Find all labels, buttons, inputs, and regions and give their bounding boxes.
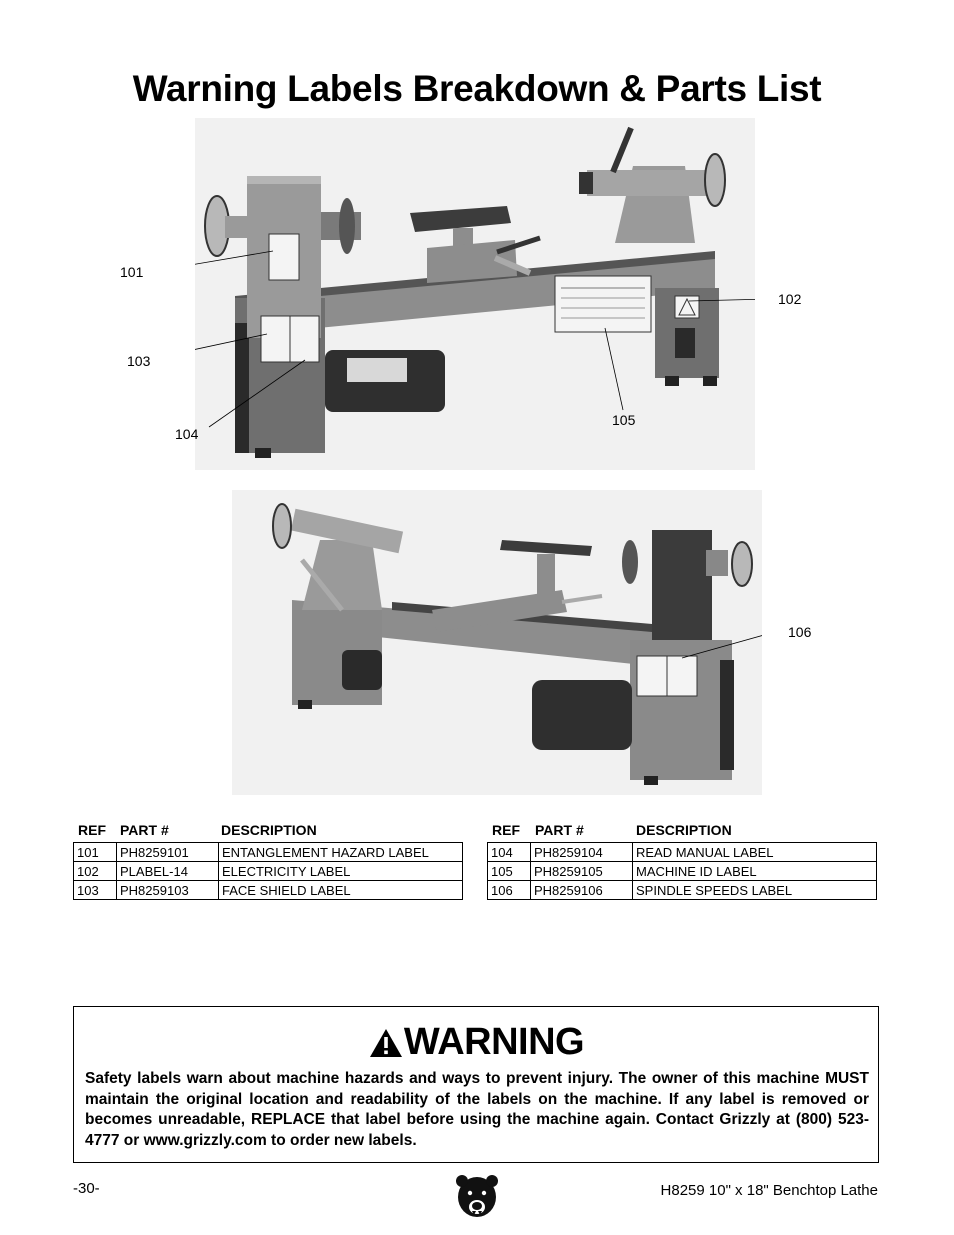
table-row: 105 PH8259105 MACHINE ID LABEL	[487, 861, 877, 881]
ref-cell: 105	[487, 861, 531, 881]
page-number: -30-	[73, 1180, 100, 1197]
right-col-header-part: PART #	[535, 822, 584, 838]
table-row: 106 PH8259106 SPINDLE SPEEDS LABEL	[487, 880, 877, 900]
ref-cell: 103	[73, 880, 117, 900]
page-title: Warning Labels Breakdown & Parts List	[132, 68, 822, 109]
ref-cell: 104	[487, 842, 531, 862]
grizzly-bear-logo-icon	[456, 1175, 498, 1217]
ref-cell: 106	[487, 880, 531, 900]
table-row: 101 PH8259101 ENTANGLEMENT HAZARD LABEL	[73, 842, 463, 862]
description-cell: SPINDLE SPEEDS LABEL	[632, 880, 877, 900]
description-cell: ELECTRICITY LABEL	[218, 861, 463, 881]
callout-103: 103	[127, 353, 151, 369]
parts-table-right: 104 PH8259104 READ MANUAL LABEL 105 PH82…	[487, 842, 877, 900]
lathe-front-view-figure	[195, 118, 755, 470]
description-cell: ENTANGLEMENT HAZARD LABEL	[218, 842, 463, 862]
right-col-header-description: DESCRIPTION	[636, 822, 732, 838]
left-col-header-part: PART #	[120, 822, 169, 838]
left-col-header-description: DESCRIPTION	[221, 822, 317, 838]
warning-heading-text: WARNING	[403, 1021, 585, 1063]
callout-106: 106	[788, 624, 812, 640]
description-cell: FACE SHIELD LABEL	[218, 880, 463, 900]
callout-102: 102	[778, 291, 802, 307]
description-cell: MACHINE ID LABEL	[632, 861, 877, 881]
part-number-cell: PH8259106	[530, 880, 633, 900]
table-row: 104 PH8259104 READ MANUAL LABEL	[487, 842, 877, 862]
warning-triangle-icon	[369, 1028, 402, 1057]
left-col-header-ref: REF	[78, 822, 106, 838]
lathe-rear-view-figure	[232, 490, 762, 795]
part-number-cell: PH8259101	[116, 842, 219, 862]
warning-body-text: Safety labels warn about machine hazards…	[85, 1070, 869, 1149]
warning-box: WARNING Safety labels warn about machine…	[73, 1006, 879, 1163]
right-col-header-ref: REF	[492, 822, 520, 838]
callout-104: 104	[175, 426, 199, 442]
ref-cell: 102	[73, 861, 117, 881]
parts-table-left: 101 PH8259101 ENTANGLEMENT HAZARD LABEL …	[73, 842, 463, 900]
part-number-cell: PH8259104	[530, 842, 633, 862]
part-number-cell: PH8259103	[116, 880, 219, 900]
callout-105: 105	[612, 412, 636, 428]
table-row: 102 PLABEL-14 ELECTRICITY LABEL	[73, 861, 463, 881]
model-title: H8259 10" x 18" Benchtop Lathe	[660, 1182, 878, 1199]
warning-heading: WARNING	[74, 1021, 878, 1064]
part-number-cell: PLABEL-14	[116, 861, 219, 881]
callout-101: 101	[120, 264, 144, 280]
description-cell: READ MANUAL LABEL	[632, 842, 877, 862]
table-row: 103 PH8259103 FACE SHIELD LABEL	[73, 880, 463, 900]
ref-cell: 101	[73, 842, 117, 862]
part-number-cell: PH8259105	[530, 861, 633, 881]
